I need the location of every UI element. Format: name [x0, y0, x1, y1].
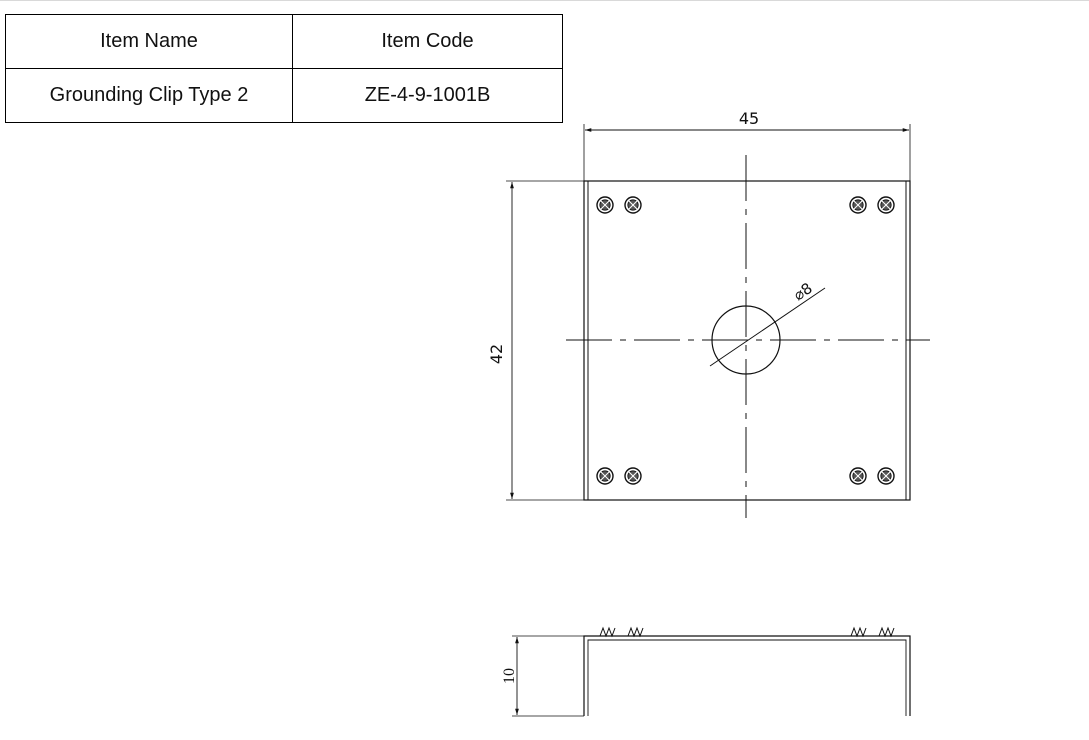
screw-icon: [877, 196, 895, 214]
bracket-profile-outer: [583, 635, 911, 716]
tooth-icon: [627, 626, 644, 638]
screw-icon: [596, 196, 614, 214]
header-item-name: Item Name: [5, 14, 293, 69]
screw-teeth: [599, 626, 895, 638]
height-dimension-label: 42: [487, 344, 506, 364]
cell-item-name: Grounding Clip Type 2: [5, 68, 293, 123]
table-row: Grounding Clip Type 2 ZE-4-9-1001B: [5, 68, 563, 123]
top-view: ⌀8 45 42: [487, 109, 930, 518]
width-dimension-label: 45: [739, 109, 759, 128]
hole-diameter-label: ⌀8: [790, 279, 815, 304]
side-height-label: 10: [501, 668, 518, 684]
tooth-icon: [878, 626, 895, 638]
center-hole: [711, 305, 781, 375]
table-header-row: Item Name Item Code: [5, 14, 563, 69]
tooth-icon: [850, 626, 867, 638]
screw-icon: [596, 467, 614, 485]
hole-diameter-leader: [709, 287, 826, 367]
tooth-icon: [599, 626, 616, 638]
item-spec-table: Item Name Item Code Grounding Clip Type …: [5, 14, 563, 123]
header-item-code: Item Code: [292, 14, 563, 69]
screw-icon: [849, 196, 867, 214]
screw-icon: [877, 467, 895, 485]
screw-icon: [624, 467, 642, 485]
cell-item-code: ZE-4-9-1001B: [292, 68, 563, 123]
top-divider: [0, 0, 1089, 1]
bracket-profile-inner: [587, 639, 907, 716]
screw-icon: [624, 196, 642, 214]
side-view: 10: [501, 626, 911, 717]
screw-icon: [849, 467, 867, 485]
